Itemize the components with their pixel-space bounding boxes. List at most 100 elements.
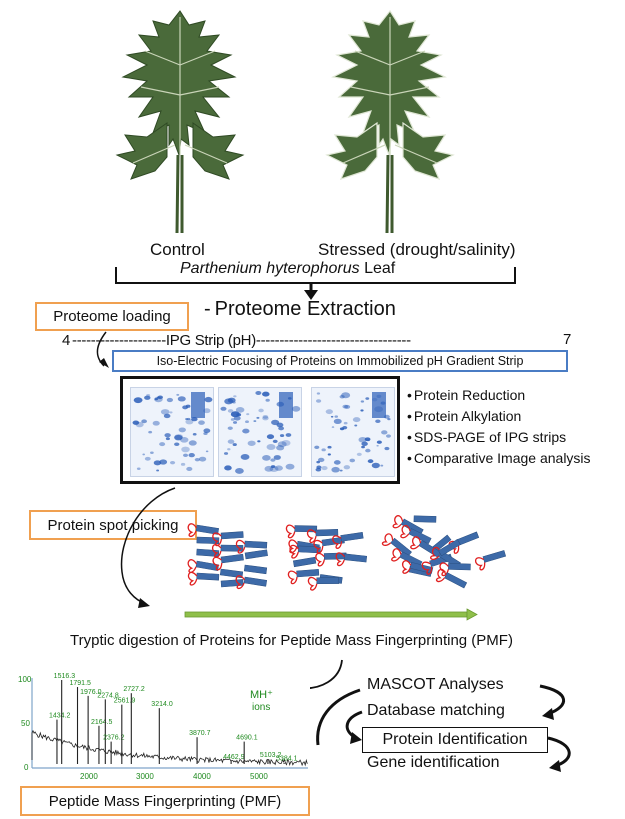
protein-fragment (438, 539, 461, 557)
gel-spot (381, 430, 388, 435)
gel-spot (315, 467, 322, 472)
gel-spot (272, 439, 278, 443)
gel-spot (180, 462, 186, 466)
protein-fragment (289, 544, 321, 559)
loading-arrow (96, 331, 109, 368)
gel-spot (376, 440, 382, 444)
gel-spot (360, 409, 364, 412)
gel-spot (273, 455, 281, 460)
protein-fragment (212, 531, 244, 547)
gel-spot (194, 457, 200, 462)
step-item: Comparative Image analysis (407, 448, 591, 469)
gel-spot (159, 459, 168, 465)
peak-label: 1791.5 (70, 680, 92, 687)
stressed-leaf-image (325, 9, 455, 234)
gel-spot (262, 391, 270, 397)
peak-label: 2561.9 (114, 698, 136, 705)
gel-spot (227, 426, 233, 430)
gel-spot (160, 409, 170, 415)
ief-text: Iso-Electric Focusing of Proteins on Imm… (156, 354, 524, 368)
gel-spot (367, 459, 374, 464)
gel-spot (242, 428, 250, 434)
gel-spot (156, 396, 160, 399)
database-matching-label: Database matching (367, 702, 505, 719)
gel-spot (253, 420, 257, 423)
gel-spot (266, 444, 276, 451)
gel-spot (176, 393, 180, 396)
gel-spot (183, 453, 189, 457)
gel-spot (356, 452, 362, 457)
leaf-label: Leaf (364, 260, 396, 277)
protein-fragment (212, 553, 244, 571)
protein-fragment (435, 568, 468, 589)
peak-label: 1976.0 (80, 689, 102, 696)
gel-spot (277, 441, 287, 448)
gel-spot (327, 445, 332, 449)
protein-fragment (307, 576, 340, 591)
gel-spot (232, 421, 238, 424)
protein-identification-label: Protein Identification (382, 731, 528, 748)
gel-spot (156, 469, 160, 472)
gel-spot (279, 434, 285, 437)
gel-spot (144, 456, 151, 461)
gel-spot (204, 396, 213, 403)
gel-spot (321, 448, 326, 452)
gel-spot (325, 409, 333, 415)
gel-spot (141, 419, 147, 424)
gel-spot (364, 437, 371, 442)
gel-spot (361, 441, 368, 446)
gel-spot (331, 426, 335, 428)
gel-spot (224, 465, 232, 471)
digestion-progress-arrow (184, 608, 478, 621)
gel-spot (227, 448, 231, 451)
x-tick-label: 2000 (80, 772, 98, 781)
gel-spot (205, 450, 209, 453)
gel-spot (136, 467, 141, 470)
peak-label: 1516.3 (54, 673, 76, 680)
gel-spot (182, 405, 189, 410)
protein-digestion-illustration (187, 515, 507, 591)
gel-spot (354, 424, 358, 427)
spot-picking-box: Protein spot picking (29, 510, 197, 540)
gel-spot (327, 453, 331, 456)
gel-spot (258, 408, 264, 413)
gel-spot (257, 440, 261, 443)
gel-spot (265, 398, 270, 402)
gel-spot (174, 434, 183, 441)
gel-spot (317, 457, 325, 463)
gel-spot (262, 455, 271, 461)
gel-spot (358, 436, 367, 443)
species-name: Parthenium hyterophorus (180, 260, 360, 277)
peak-label: 3214.0 (151, 701, 173, 708)
protein-fragment (332, 532, 364, 549)
gel-spot (333, 460, 341, 465)
gel-spot (274, 465, 283, 471)
gel-spot (165, 437, 170, 441)
gel-spot (321, 466, 328, 471)
gel-spot (343, 465, 351, 470)
protein-fragment (187, 559, 219, 573)
gel-spot (191, 416, 198, 422)
gel-spot (270, 465, 276, 469)
gel-spot (339, 469, 343, 472)
y-tick-label: 50 (21, 719, 30, 728)
protein-identification-box: Protein Identification (362, 727, 548, 753)
gel-images-frame (120, 376, 400, 484)
gel-spot (188, 440, 197, 446)
gel-spot (227, 397, 236, 403)
gel-spot (285, 433, 292, 437)
control-label: Control (150, 240, 205, 259)
y-tick-label: 0 (24, 763, 29, 772)
gel-spot (331, 466, 340, 473)
protein-fragment (315, 552, 347, 567)
gel-spot (246, 413, 250, 416)
protein-fragment (306, 528, 339, 544)
gel-spot-cluster (372, 392, 386, 418)
mass-spectrum-chart: MH⁺ ions 100 50 0 2000 3000 4000 5000 14… (18, 672, 310, 786)
gel-spot (150, 451, 154, 454)
gel-spot (247, 440, 256, 446)
gel-spot (178, 427, 186, 433)
y-tick-label: 100 (18, 675, 32, 684)
x-tick-label: 4000 (193, 772, 211, 781)
